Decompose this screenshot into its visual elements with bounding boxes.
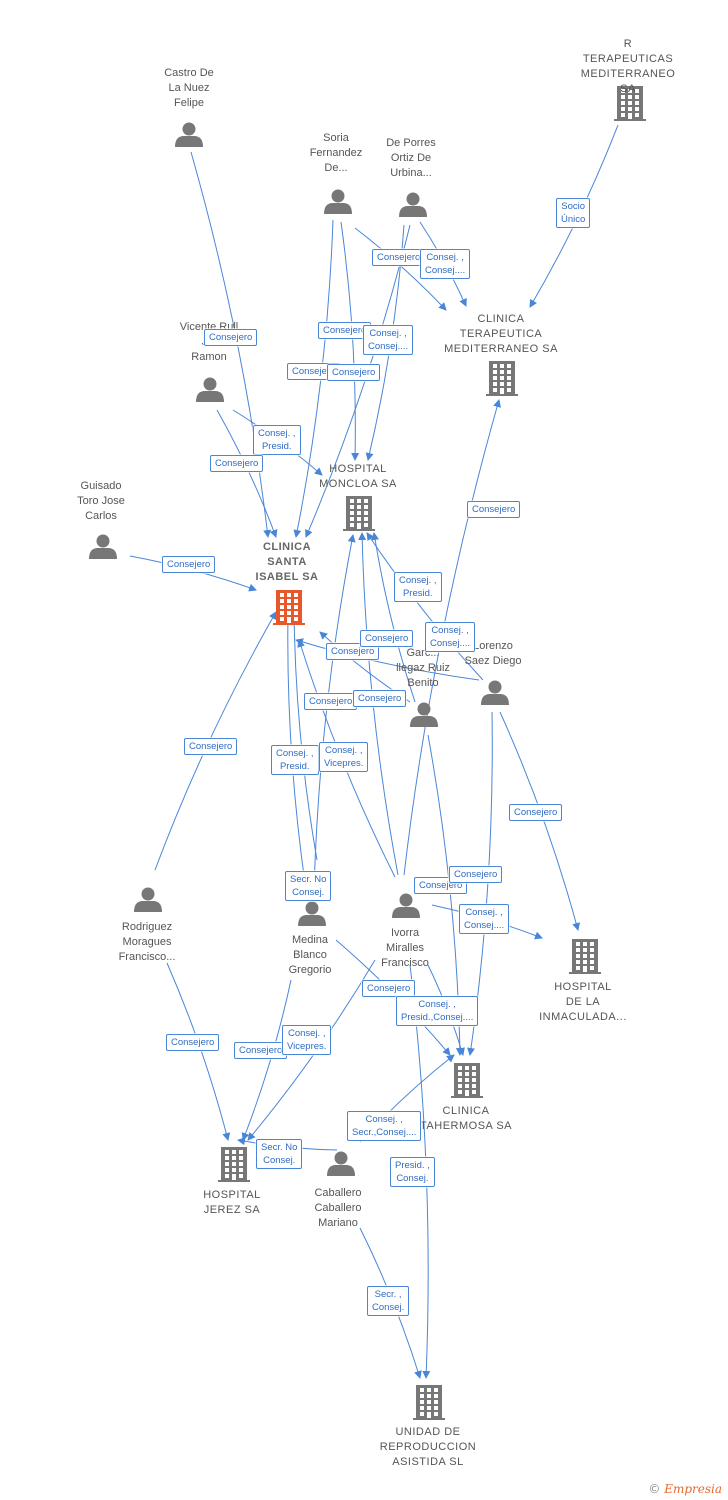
edge-label[interactable]: Consej. , Vicepres. — [319, 742, 369, 772]
edge-label[interactable]: Consejero — [360, 630, 414, 647]
person-icon[interactable] — [196, 377, 224, 403]
edge-label[interactable]: Consejero — [184, 738, 238, 755]
node-label-medina[interactable]: Medina Blanco Gregorio — [288, 934, 332, 976]
person-icon[interactable] — [327, 1151, 355, 1177]
edge-label[interactable]: Consej. , Presid. — [253, 425, 301, 455]
person-icon[interactable] — [324, 189, 352, 215]
edge-label[interactable]: Consej. , Consej.... — [459, 904, 510, 934]
edge-label[interactable]: Consej. , Presid. — [394, 572, 442, 602]
edge-caballero-to-clinica_santa_isabel — [290, 611, 318, 861]
edge-label[interactable]: Consej. , Consej.... — [420, 249, 471, 279]
person-icon[interactable] — [89, 534, 117, 560]
edge-label[interactable]: Consejero — [327, 364, 381, 381]
node-label-ivorra[interactable]: Ivorra Miralles Francisco — [381, 927, 429, 969]
edge-label[interactable]: Consej. , Presid. — [271, 745, 319, 775]
edge-label[interactable]: Consejero — [449, 866, 503, 883]
edge-medina-to-hospital_jerez — [241, 979, 292, 1141]
edge-label[interactable]: Consejero — [234, 1042, 288, 1059]
node-label-hospital-jerez[interactable]: HOSPITAL JEREZ SA — [203, 1189, 261, 1216]
edge-lorenzo-to-hospital_inmaculada — [499, 711, 581, 931]
node-label-hospital-moncloa[interactable]: HOSPITAL MONCLOA SA — [319, 463, 397, 490]
node-label-lorenzo[interactable]: Lorenzo Saez Diego — [464, 640, 522, 667]
edge-label[interactable]: Consejero — [210, 455, 264, 472]
edge-label[interactable]: Consej. , Consej.... — [425, 622, 476, 652]
edge-deporres-to-clinica_santa_isabel — [305, 224, 411, 538]
edge-label[interactable]: Secr. No Consej. — [285, 871, 332, 901]
node-label-unidad[interactable]: UNIDAD DE REPRODUCCION ASISTIDA SL — [379, 1426, 477, 1468]
node-label-caballero[interactable]: Caballero Caballero Mariano — [314, 1187, 362, 1229]
edge-label[interactable]: Consejero — [372, 249, 426, 266]
node-label-rodriguez[interactable]: Rodriguez Moragues Francisco... — [118, 921, 176, 963]
node-label-clinica-tahermosa[interactable]: CLINICA TAHERMOSA SA — [420, 1105, 512, 1132]
edge-label[interactable]: Consejero — [162, 556, 216, 573]
building-icon[interactable] — [569, 939, 601, 974]
edge-label[interactable]: Consej. , Consej.... — [363, 325, 414, 355]
person-icon[interactable] — [481, 680, 509, 706]
edge-garcia-to-hospital_moncloa — [371, 532, 416, 703]
person-icon[interactable] — [410, 702, 438, 728]
node-label-castro[interactable]: Castro De La Nuez Felipe — [164, 67, 214, 109]
edge-label[interactable]: Consejero — [318, 322, 372, 339]
edge-label[interactable]: Consejero — [353, 690, 407, 707]
edge-label[interactable]: Consejero — [204, 329, 258, 346]
icon-layer — [89, 86, 646, 1420]
building-icon[interactable] — [218, 1147, 250, 1182]
person-icon[interactable] — [392, 893, 420, 919]
person-icon[interactable] — [298, 901, 326, 927]
edge-label[interactable]: Consejero — [166, 1034, 220, 1051]
edge-label[interactable]: Socio Único — [556, 198, 591, 228]
brand-name: Empresia — [664, 1482, 722, 1496]
edge-label[interactable]: Consejero — [326, 643, 380, 660]
edge-lorenzo-to-clinica_santa_isabel — [295, 638, 480, 681]
node-label-garcia[interactable]: Garc... llegaz Ruiz Benito — [396, 647, 450, 689]
edge-vicente-to-clinica_santa_isabel — [216, 409, 278, 538]
building-icon[interactable] — [343, 496, 375, 531]
building-icon[interactable] — [413, 1385, 445, 1420]
edge-label[interactable]: Consejero — [304, 693, 358, 710]
edge-lorenzo-to-hospital_moncloa — [366, 532, 484, 681]
person-icon[interactable] — [175, 122, 203, 148]
edge-label[interactable]: Consej. , Presid.,Consej.... — [396, 996, 479, 1026]
person-icon[interactable] — [399, 192, 427, 218]
node-label-rterapeuticas[interactable]: R TERAPEUTICAS MEDITERRANEO SA — [580, 38, 676, 95]
node-label-soria[interactable]: Soria Fernandez De... — [309, 132, 363, 174]
edge-label[interactable]: Secr. No Consej. — [256, 1139, 303, 1169]
edge-label[interactable]: Secr. , Consej. — [367, 1286, 410, 1316]
edge-label[interactable]: Consejero — [362, 980, 416, 997]
edge-label[interactable]: Presid. , Consej. — [390, 1157, 435, 1187]
edge-soria-to-clinica_terapeutica — [354, 227, 447, 311]
edge-rodriguez-to-hospital_jerez — [166, 962, 231, 1141]
node-label-clinica-terapeutica[interactable]: CLINICA TERAPEUTICA MEDITERRANEO SA — [444, 313, 558, 355]
edge-label[interactable]: Consej. , Vicepres. — [282, 1025, 332, 1055]
edge-label[interactable]: Consej. , Secr.,Consej.... — [347, 1111, 422, 1141]
edge-label[interactable]: Consejero — [509, 804, 563, 821]
building-icon[interactable] — [486, 361, 518, 396]
person-icon[interactable] — [134, 887, 162, 913]
footer-brand: © Empresia — [648, 1482, 722, 1496]
edge-soria-to-hospital_moncloa — [340, 221, 360, 461]
edge-label[interactable]: Consejero — [467, 501, 521, 518]
node-label-deporres[interactable]: De Porres Ortiz De Urbina... — [386, 137, 436, 179]
building-icon[interactable] — [273, 590, 305, 625]
node-label-clinica-santa-isabel[interactable]: CLINICA SANTA ISABEL SA — [255, 541, 319, 583]
node-label-hospital-inmaculada[interactable]: HOSPITAL DE LA INMACULADA... — [539, 981, 627, 1023]
building-icon[interactable] — [614, 86, 646, 121]
copyright-symbol: © — [648, 1482, 661, 1496]
edge-medina-to-hospital_moncloa — [313, 534, 356, 891]
building-icon[interactable] — [451, 1063, 483, 1098]
node-label-guisado[interactable]: Guisado Toro Jose Carlos — [77, 480, 125, 522]
